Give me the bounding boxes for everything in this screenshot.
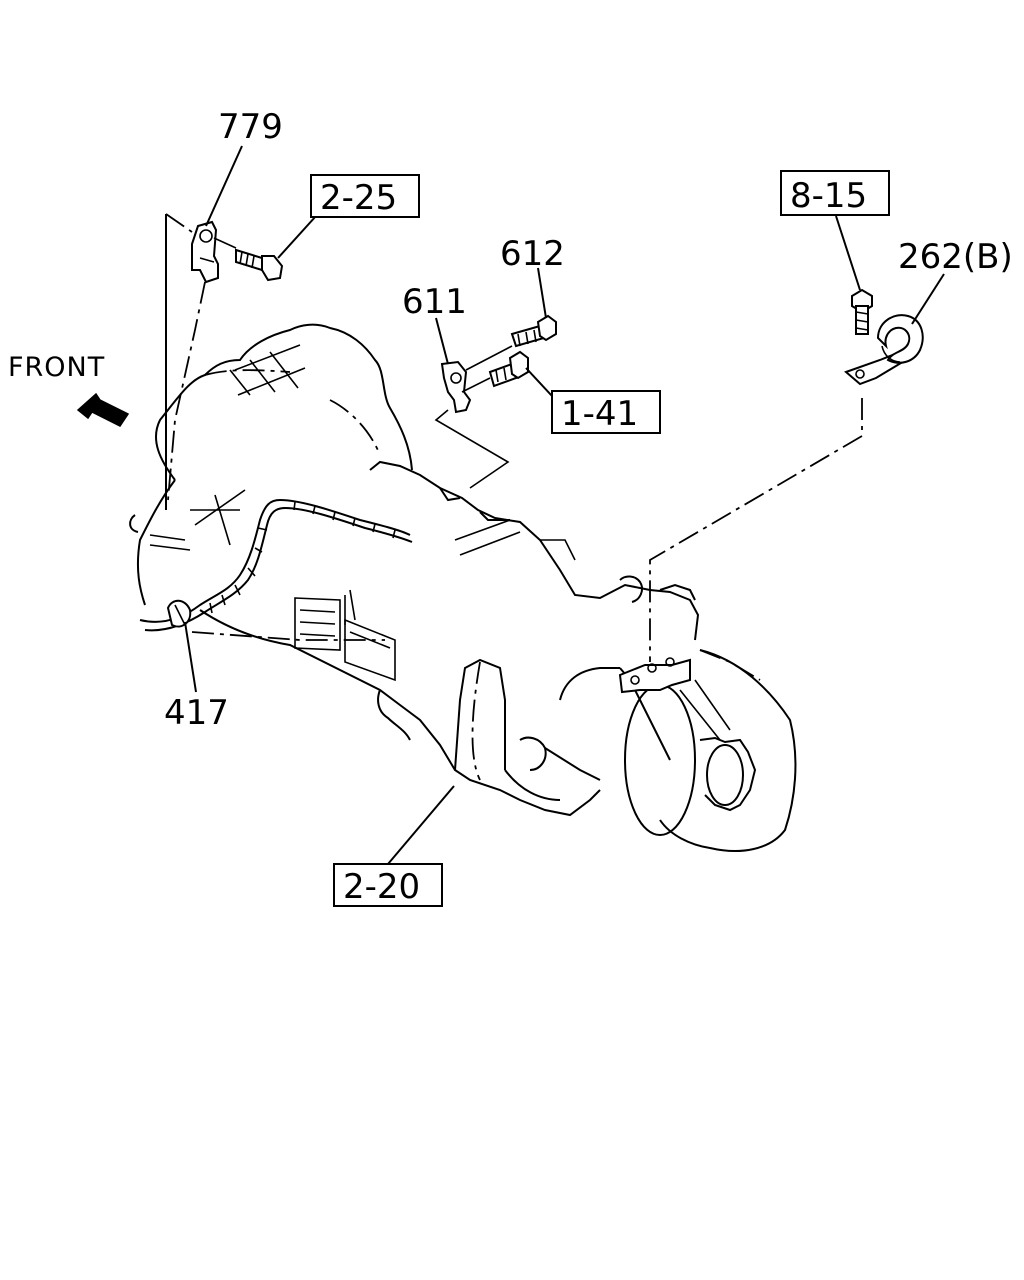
label-8-15: 8-15 (790, 176, 867, 216)
harness-clip-417: 417 (164, 599, 385, 733)
label-2-25: 2-25 (320, 178, 397, 218)
wire-harness (139, 498, 413, 632)
ref-box-2-20 (333, 863, 443, 907)
bracket-779-assembly: 779 2-25 (165, 107, 420, 510)
label-612: 612 (500, 234, 565, 274)
clip-611-bolt-612-assembly: 611 612 1-41 (402, 234, 661, 489)
ref-box-8-15 (780, 170, 890, 216)
label-417: 417 (164, 693, 229, 733)
label-1-41: 1-41 (561, 394, 638, 434)
clamp-262b-assembly: 8-15 262(B) (649, 170, 1013, 662)
ref-2-20: 2-20 (333, 785, 455, 907)
label-2-20: 2-20 (343, 867, 420, 907)
label-front: FRONT (8, 352, 105, 383)
front-direction-arrow-icon (76, 392, 130, 427)
label-611: 611 (402, 282, 467, 322)
ref-box-1-41 (551, 390, 661, 434)
ref-box-2-25 (310, 174, 420, 218)
transmission-housing (129, 323, 797, 852)
front-indicator: FRONT (8, 352, 130, 427)
label-262b: 262(B) (898, 237, 1013, 277)
label-779: 779 (218, 107, 283, 147)
